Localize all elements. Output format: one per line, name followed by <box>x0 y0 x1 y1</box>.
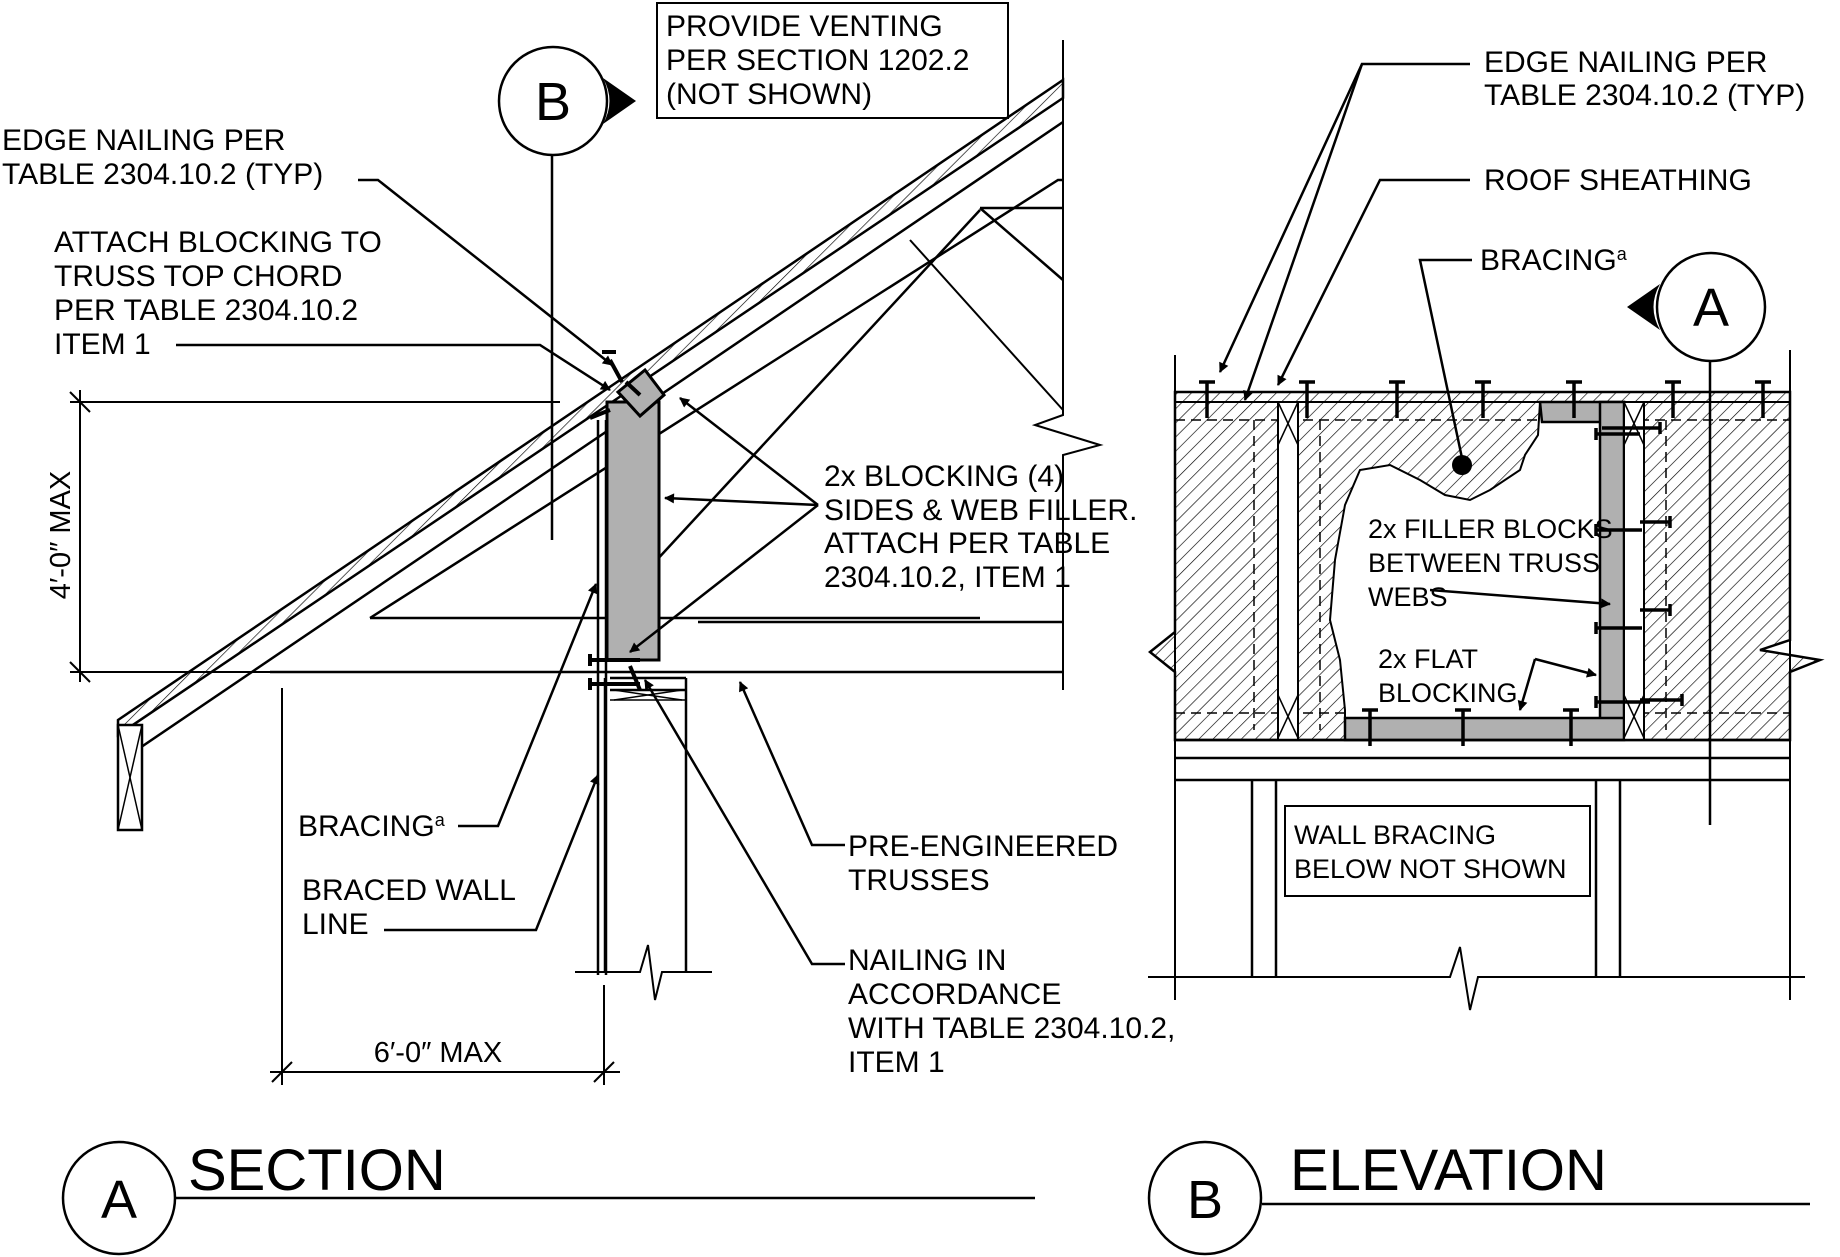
leader-blocking-note-3 <box>629 504 819 653</box>
filler-blocks-label: 2x FILLER BLOCKS BETWEEN TRUSS WEBS <box>1368 514 1620 612</box>
truss-top-chord <box>121 120 1064 762</box>
floor-break-line-elevation <box>1148 946 1805 1011</box>
venting-note: PROVIDE VENTING PER SECTION 1202.2 (NOT … <box>666 10 978 111</box>
leader-attach-blocking <box>176 343 611 392</box>
wall-bracing-note-box <box>1284 805 1591 897</box>
elevation-callout-bubble: A <box>1627 251 1767 363</box>
elevation-title: ELEVATION <box>1290 1138 1607 1203</box>
section-title: SECTION <box>188 1138 446 1203</box>
bracing-label-section: BRACINGa <box>298 810 446 843</box>
truss-web-1 <box>369 178 1063 620</box>
leader-bracing-elev <box>1418 258 1472 459</box>
leader-nailing <box>643 679 845 966</box>
floor-break-line <box>575 944 712 1001</box>
edge-nailing-label-elevation: EDGE NAILING PER TABLE 2304.10.2 (TYP) <box>1484 46 1805 112</box>
leader-roof-sheathing <box>1276 178 1470 386</box>
venting-note-box <box>656 2 1009 119</box>
bracing-marker-dot <box>1452 455 1472 475</box>
leader-edge-nailing-elev-2 <box>1243 63 1364 401</box>
wall-bracing-note: WALL BRACING BELOW NOT SHOWN <box>1294 820 1567 884</box>
leader-flat-blocking-1 <box>1534 657 1597 678</box>
top-chord-filler-block <box>615 367 667 419</box>
filler-nails <box>1594 422 1684 708</box>
braced-wall-line-label: BRACED WALL LINE <box>302 874 523 941</box>
truss-web-2 <box>979 207 1064 281</box>
section-callout-bubble: B <box>497 45 636 157</box>
2x-flat-blocking-bottom <box>1343 716 1626 742</box>
leader-blocking-note-1 <box>664 493 819 507</box>
truss-web-left <box>1277 401 1299 741</box>
elevation-view <box>1147 62 1825 1011</box>
elevation-title-block: B ELEVATION <box>1147 1138 1810 1256</box>
section-callout-letter: B <box>535 72 571 132</box>
elevation-callout-letter: A <box>1693 278 1729 338</box>
leader-flat-blocking-2 <box>1517 658 1537 711</box>
truss-break-line <box>1031 40 1104 690</box>
leader-edge-nailing-section <box>358 178 613 366</box>
bracing-label-elevation: BRACINGa <box>1480 244 1628 277</box>
blocking-note-label: 2x BLOCKING (4) SIDES & WEB FILLER. ATTA… <box>824 460 1146 594</box>
leader-filler-blocks <box>1429 588 1611 609</box>
section-title-letter: A <box>101 1170 137 1230</box>
leader-trusses <box>738 681 845 847</box>
leader-braced-wall-line <box>384 774 600 932</box>
section-view <box>69 2 1104 1085</box>
leader-blocking-note-2 <box>679 397 819 506</box>
width-dimension-text: 6′-0″ MAX <box>374 1037 503 1069</box>
flat-blocking-label: 2x FLAT BLOCKING <box>1378 644 1518 708</box>
2x-blocking-section <box>605 400 661 662</box>
edge-nails-top <box>1199 380 1771 418</box>
roof-sheathing-label: ROOF SHEATHING <box>1484 164 1752 197</box>
truss-web-right <box>1623 401 1645 741</box>
attach-blocking-label: ATTACH BLOCKING TO TRUSS TOP CHORD PER T… <box>54 226 390 361</box>
edge-nailing-label-section: EDGE NAILING PER TABLE 2304.10.2 (TYP) <box>2 124 323 191</box>
height-dimension-text: 4′-0″ MAX <box>45 471 77 600</box>
leader-bracing-section <box>458 583 598 828</box>
section-title-block: A SECTION <box>61 1138 1035 1256</box>
elevation-title-letter: B <box>1187 1170 1223 1230</box>
nailing-label: NAILING IN ACCORDANCE WITH TABLE 2304.10… <box>848 944 1184 1079</box>
trusses-label: PRE-ENGINEERED TRUSSES <box>848 830 1126 897</box>
